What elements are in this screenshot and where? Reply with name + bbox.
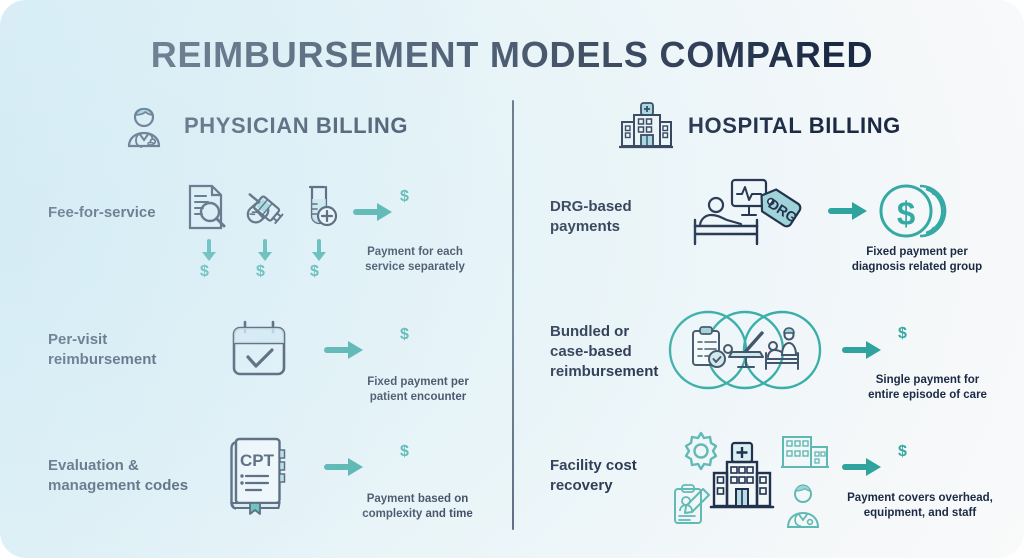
hospital-building-icon	[618, 100, 674, 152]
column-header-physician: PHYSICIAN BILLING	[118, 100, 408, 152]
row-label: Facility cost recovery	[550, 456, 710, 496]
row-label-line: case-based	[550, 343, 632, 360]
caption-line: Fixed payment per	[367, 376, 469, 388]
gear-icon	[684, 431, 718, 471]
caption-line: Payment covers overhead,	[847, 492, 993, 504]
caption-line: service separately	[365, 261, 465, 273]
coin-stack-dollar-icon: $	[879, 182, 947, 240]
caption-line: Single payment for	[875, 374, 980, 386]
operating-table-icon	[723, 331, 764, 368]
caption-line: Payment for each	[367, 246, 463, 258]
down-arrow-icon	[309, 239, 329, 262]
right-arrow-icon	[324, 338, 366, 362]
caption-line: patient encounter	[369, 391, 467, 403]
row-caption: Payment for each service separately	[340, 245, 490, 275]
clipboard-pencil-icon	[674, 484, 710, 524]
column-heading-label: HOSPITAL BILLING	[688, 113, 901, 138]
dollar-symbol: $	[898, 443, 907, 460]
bedside-care-icon	[765, 327, 799, 370]
patient-bed-monitor-icon: DRG	[690, 178, 808, 250]
dollar-symbol: $	[400, 188, 409, 205]
column-divider	[512, 100, 514, 530]
page-title: REIMBURSEMENT MODELS COMPARED	[150, 34, 874, 75]
facility-icons-group	[665, 425, 835, 535]
caption-line: Payment based on	[366, 493, 469, 505]
dollar-symbol: $	[200, 263, 209, 280]
dollar-symbol: $	[898, 325, 907, 342]
right-arrow-icon	[842, 455, 884, 479]
column-header-hospital: HOSPITAL BILLING	[618, 100, 901, 152]
syringe-pill-icon	[240, 183, 288, 231]
document-magnifier-icon	[182, 183, 230, 231]
caption-line: Fixed payment per	[866, 246, 968, 258]
cpt-book-icon: CPT	[228, 436, 290, 515]
row-label: Per-visit reimbursement	[48, 330, 208, 370]
row-label-line: payments	[550, 218, 621, 235]
row-label: Bundled or case-based reimbursement	[550, 322, 720, 382]
physician-icon	[118, 100, 170, 152]
bundled-circles-group	[660, 305, 830, 395]
down-arrow-icon	[255, 239, 275, 262]
caption-line: diagnosis related group	[851, 261, 983, 273]
column-heading-label: PHYSICIAN BILLING	[184, 113, 409, 138]
row-label-line: Bundled or	[550, 323, 630, 340]
coin-dollar-label: $	[897, 195, 915, 232]
row-label: Fee-for-service	[48, 204, 156, 221]
row-caption: Payment based on complexity and time	[340, 492, 495, 522]
row-label-line: Per-visit	[48, 331, 108, 348]
dollar-symbol: $	[400, 326, 409, 343]
row-label-line: reimbursement	[48, 351, 157, 368]
row-label: DRG-based payments	[550, 197, 700, 237]
row-label-line: reimbursement	[550, 363, 659, 380]
row-label-line: Evaluation &	[48, 457, 139, 474]
row-caption: Fixed payment per patient encounter	[348, 375, 488, 405]
dollar-symbol: $	[310, 263, 319, 280]
row-label: Evaluation & management codes	[48, 456, 228, 496]
dollar-symbol: $	[256, 263, 265, 280]
book-label: CPT	[240, 451, 275, 470]
row-label-line: DRG-based	[550, 198, 632, 215]
bedside-care-circle-icon	[742, 310, 822, 390]
down-arrow-icon	[199, 239, 219, 262]
dollar-symbol: $	[400, 443, 409, 460]
small-building-icon	[781, 436, 829, 468]
right-arrow-icon	[828, 199, 870, 223]
calendar-check-icon	[228, 317, 290, 379]
right-arrow-icon	[842, 338, 884, 362]
caption-line: complexity and time	[362, 508, 473, 520]
caption-line: entire episode of care	[868, 389, 987, 401]
test-tube-plus-icon	[296, 183, 344, 231]
hospital-building-icon	[709, 441, 775, 509]
caption-line: equipment, and staff	[863, 507, 977, 519]
staff-member-icon	[786, 484, 820, 528]
row-label-line: Facility cost	[550, 457, 637, 474]
row-caption: Single payment for entire episode of car…	[845, 373, 1010, 403]
row-label-line: recovery	[550, 477, 613, 494]
row-label-line: management codes	[48, 477, 189, 494]
right-arrow-icon	[324, 455, 366, 479]
row-caption: Fixed payment per diagnosis related grou…	[832, 245, 1002, 275]
row-caption: Payment covers overhead, equipment, and …	[822, 491, 1018, 521]
right-arrow-icon	[353, 200, 395, 224]
clipboard-check-icon	[692, 326, 726, 368]
